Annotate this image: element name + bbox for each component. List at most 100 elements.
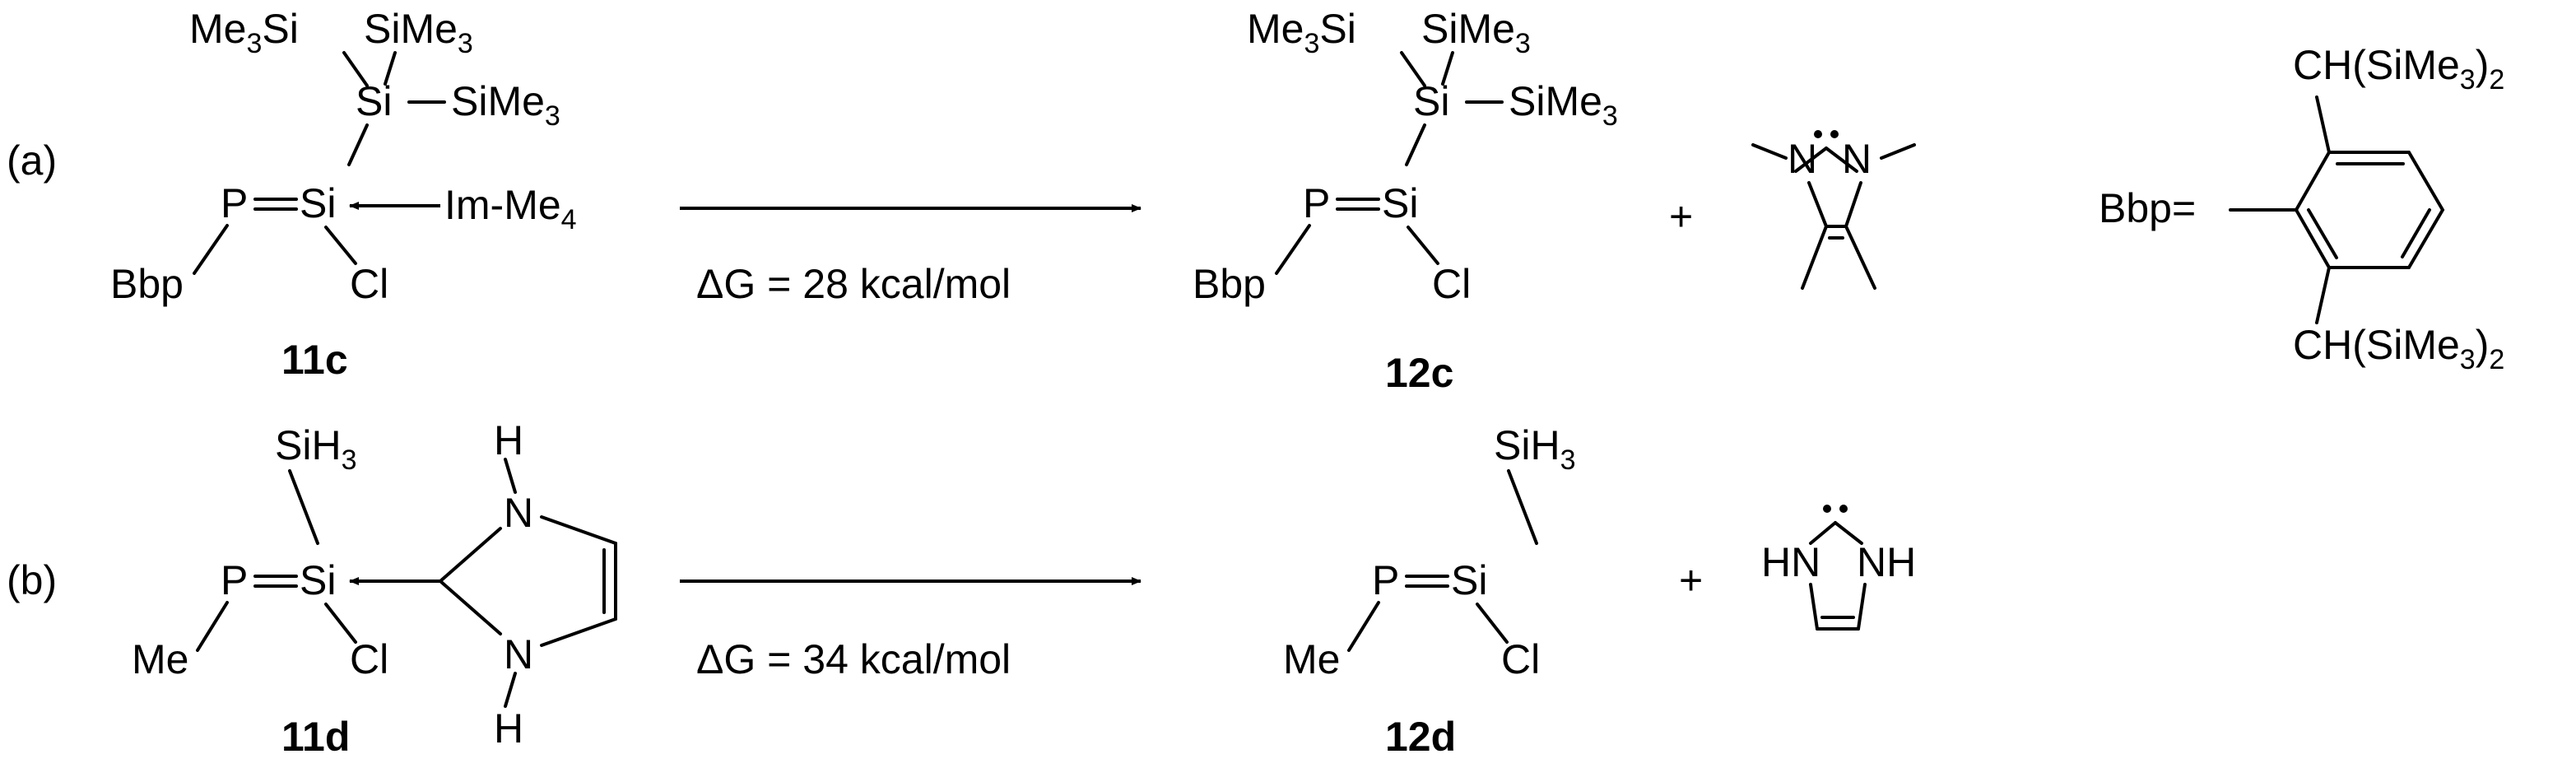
- substituent-cl: Cl: [1432, 261, 1471, 307]
- reaction-b-tag: (b): [7, 557, 57, 603]
- bond: [347, 123, 369, 166]
- aromatic-double-bond: [2307, 208, 2338, 259]
- compound-11d: SiH3 P Si Me Cl N N H H 11d: [132, 417, 617, 760]
- compound-11c: Me3Si SiMe3 Si SiMe3 P Si Bbp Cl Im-Me4 …: [110, 6, 577, 383]
- bond-n-h: [504, 672, 517, 708]
- conditions-a: ΔG = 28 kcal/mol: [696, 261, 1011, 307]
- benzene-ring: [2294, 151, 2445, 269]
- substituent-sime3-top: SiMe3: [364, 6, 473, 59]
- bbp-substituent-top: CH(SiMe3)2: [2293, 42, 2504, 95]
- bond: [1809, 583, 1819, 631]
- lone-pair-dot: [1839, 505, 1848, 513]
- bbp-definition: Bbp= CH(SiMe3)2 CH(SiMe3)2: [2099, 42, 2504, 375]
- atom-si: Si: [1451, 557, 1487, 603]
- bond: [384, 51, 397, 86]
- substituent-bbp: Bbp: [110, 261, 184, 307]
- atom-p: P: [1303, 180, 1330, 226]
- bond: [1476, 603, 1509, 644]
- substituent-me3si: Me3Si: [1247, 6, 1356, 59]
- bond: [1441, 51, 1454, 86]
- bond: [288, 469, 319, 545]
- bond-n-h: [504, 458, 517, 494]
- bond: [439, 579, 502, 635]
- reaction-a: (a) Me3Si SiMe3 Si SiMe3 P Si Bbp Cl Im-…: [7, 6, 2504, 396]
- atom-p: P: [221, 180, 248, 226]
- substituent-bbp: Bbp: [1193, 261, 1266, 307]
- compound-label-11c: 11c: [281, 337, 348, 383]
- substituent-me: Me: [132, 636, 188, 682]
- atom-nh-right: NH: [1857, 539, 1916, 585]
- bond: [439, 527, 502, 583]
- atom-h-top: H: [494, 417, 523, 463]
- atom-n-bottom: N: [504, 631, 533, 677]
- substituent-cl: Cl: [1501, 636, 1540, 682]
- methyl-bond: [1844, 225, 1876, 290]
- double-bond-c-c: [1825, 225, 1848, 240]
- compound-label-12d: 12d: [1385, 714, 1456, 760]
- substituent-sih3: SiH3: [1494, 422, 1576, 476]
- atom-si-central: Si: [1413, 78, 1449, 124]
- bond: [1825, 147, 1858, 173]
- carbene-imidazolylidene: HN NH: [1761, 505, 1916, 631]
- atom-si: Si: [300, 180, 336, 226]
- bond: [1844, 181, 1862, 228]
- bond: [193, 224, 229, 275]
- atom-n-right: N: [1842, 136, 1872, 182]
- bbp-label: Bbp=: [2099, 185, 2196, 231]
- substituent-cl: Cl: [350, 636, 388, 682]
- lone-pair-dot: [1823, 505, 1831, 513]
- substituent-sime3-top: SiMe3: [1421, 6, 1531, 59]
- reaction-a-tag: (a): [7, 137, 57, 184]
- methyl-bond: [1880, 143, 1916, 160]
- bond: [2315, 266, 2331, 324]
- bond: [1405, 123, 1426, 166]
- atom-n-left: N: [1788, 136, 1817, 182]
- double-bond-p-si: [1336, 198, 1380, 211]
- plus-sign-b: +: [1679, 557, 1703, 603]
- substituent-cl: Cl: [350, 261, 388, 307]
- conditions-b: ΔG = 34 kcal/mol: [696, 636, 1011, 682]
- substituent-me: Me: [1283, 636, 1340, 682]
- compound-label-11d: 11d: [281, 714, 350, 760]
- bond: [1857, 583, 1867, 631]
- atom-hn-left: HN: [1761, 539, 1820, 585]
- bbp-substituent-bottom: CH(SiMe3)2: [2293, 322, 2504, 375]
- double-bond-p-si: [253, 198, 298, 211]
- compound-12c: Me3Si SiMe3 Si SiMe3 P Si Bbp Cl 12c: [1193, 6, 1618, 396]
- substituent-sime3-right: SiMe3: [1509, 78, 1618, 132]
- atom-si: Si: [300, 557, 336, 603]
- aromatic-double-bond: [2401, 208, 2431, 258]
- bond: [540, 617, 617, 647]
- lone-pair-dot: [1814, 130, 1822, 138]
- carbene-im-me4: N N: [1751, 130, 1916, 290]
- bond: [1794, 147, 1828, 173]
- ligand-im-me4: Im-Me4: [444, 182, 577, 235]
- bond: [1807, 181, 1828, 228]
- reaction-b: (b) SiH3 P Si Me Cl N N H H 11d: [7, 417, 1916, 760]
- lone-pair-dot: [1830, 130, 1839, 138]
- substituent-sih3: SiH3: [275, 422, 357, 476]
- bond: [1275, 224, 1311, 275]
- plus-sign-a: +: [1669, 193, 1693, 240]
- compound-label-12c: 12c: [1385, 350, 1453, 396]
- bond: [1809, 521, 1837, 545]
- substituent-sime3-right: SiMe3: [451, 78, 560, 132]
- bond: [1407, 226, 1439, 265]
- bond: [196, 601, 229, 652]
- atom-si-central: Si: [356, 78, 392, 124]
- bond: [540, 515, 617, 545]
- atom-p: P: [1372, 557, 1399, 603]
- bond: [324, 226, 357, 265]
- double-bond-p-si: [253, 575, 298, 588]
- double-bond-c-c: [1816, 616, 1860, 631]
- bond: [1347, 601, 1380, 652]
- atom-n-top: N: [504, 490, 533, 536]
- bond: [2315, 95, 2331, 154]
- bond: [324, 603, 357, 644]
- atom-p: P: [221, 557, 248, 603]
- double-bond-c-c: [602, 542, 617, 621]
- bond: [342, 51, 369, 87]
- bond: [1400, 51, 1426, 87]
- atom-si: Si: [1382, 180, 1418, 226]
